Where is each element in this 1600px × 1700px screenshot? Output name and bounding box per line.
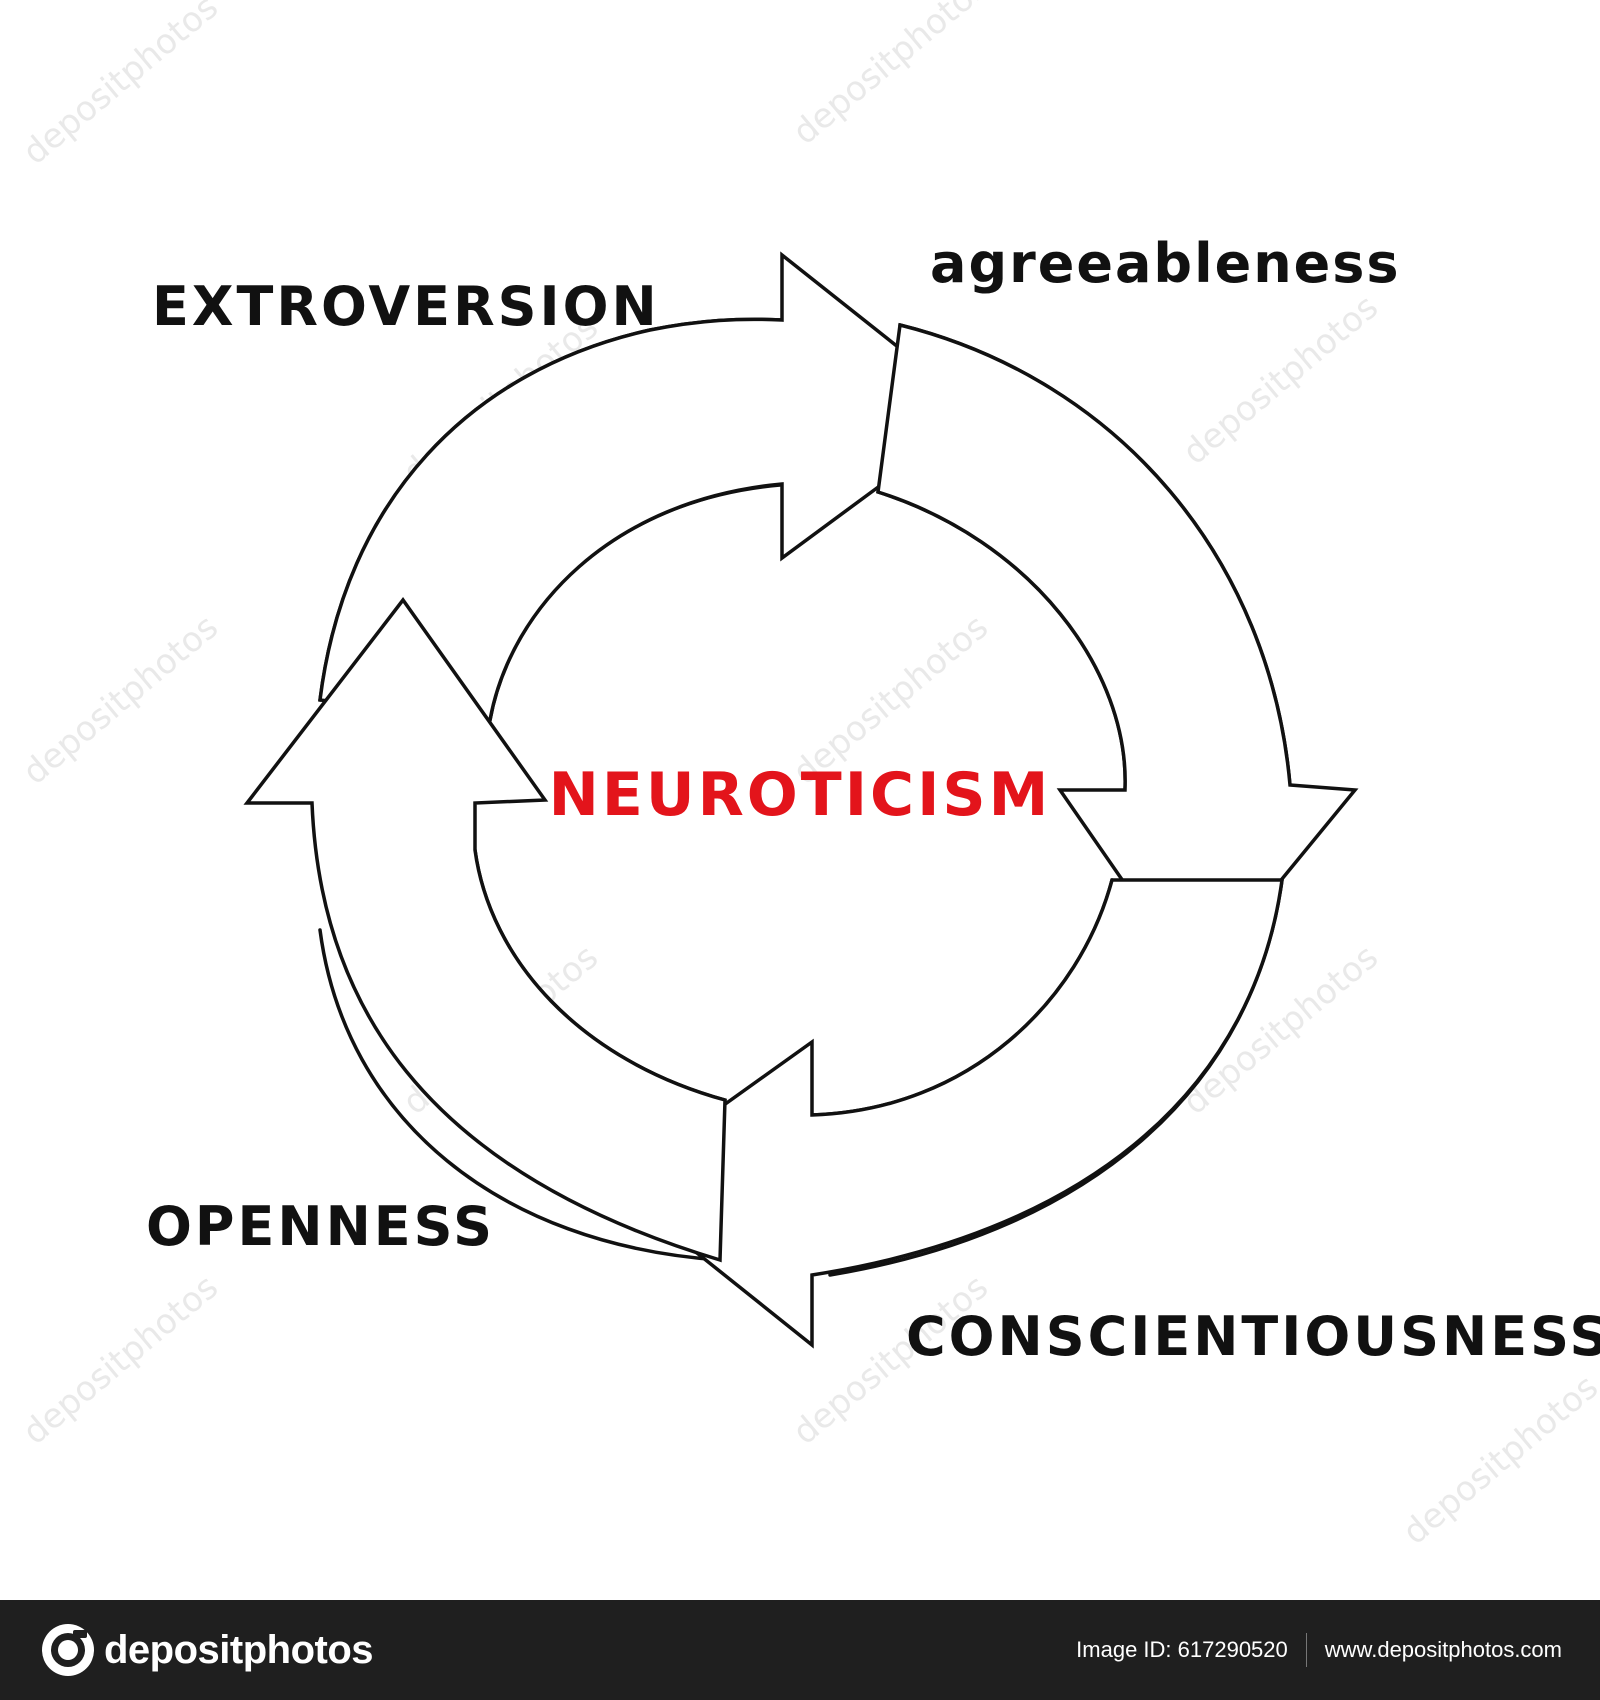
trait-label-extroversion: EXTROVERSION xyxy=(152,275,660,338)
trait-label-agreeableness: agreeableness xyxy=(930,232,1401,295)
image-id: Image ID: 617290520 xyxy=(1076,1637,1288,1662)
right-arrow xyxy=(876,322,1359,988)
left-arrow xyxy=(243,597,727,1263)
brand[interactable]: depositphotos xyxy=(40,1622,374,1678)
top-arrow xyxy=(318,251,983,722)
outer-ring-arc xyxy=(318,928,722,1262)
cycle-arrows-diagram xyxy=(243,251,1359,1349)
diagram-stage: depositphotos depositphotos depositphoto… xyxy=(15,0,1600,1553)
bottom-arrow xyxy=(609,878,1285,1349)
footer-bar: depositphotos Image ID: 617290520 www.de… xyxy=(0,1600,1600,1700)
brand-name: depositphotos xyxy=(104,1627,374,1672)
trait-label-openness: OPENNESS xyxy=(146,1195,496,1258)
site-url-link[interactable]: www.depositphotos.com xyxy=(1324,1637,1562,1662)
camera-aperture-icon xyxy=(42,1624,94,1676)
footer-divider xyxy=(1305,1633,1307,1667)
center-label-neuroticism: Neuroticism xyxy=(548,760,1052,830)
trait-label-conscientiousness: CONSCIENTIOUSNESS xyxy=(906,1305,1600,1368)
footer-info: Image ID: 617290520 www.depositphotos.co… xyxy=(1076,1633,1562,1667)
